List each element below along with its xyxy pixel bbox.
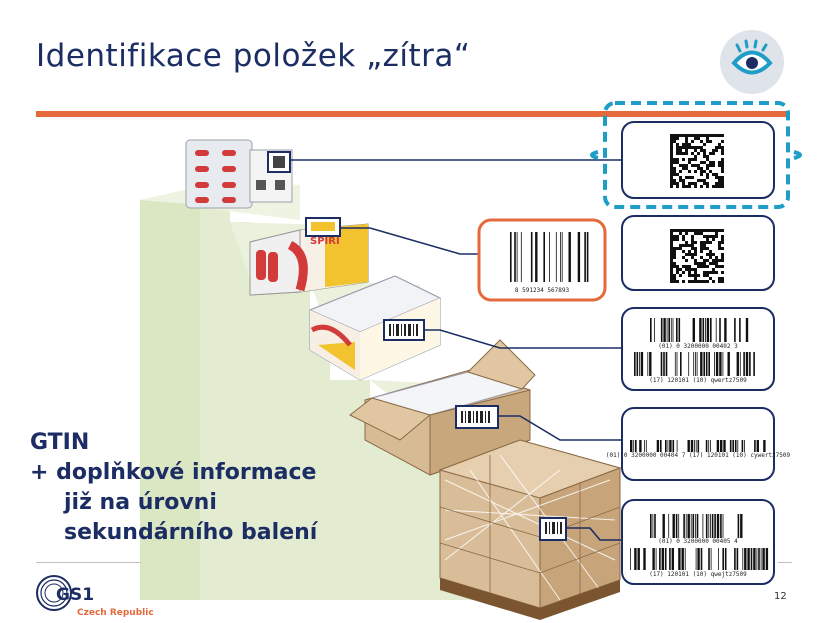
page-number: 12	[774, 591, 787, 602]
svg-text:SPIRI: SPIRI	[310, 236, 340, 247]
slide-title: Identifikace položek „zítra“	[36, 38, 471, 74]
pallet-barcode-top	[650, 514, 743, 538]
carton-hr-bottom: (17) 120101 (10) qwertz7509	[649, 377, 747, 384]
pallet-hr-bottom: (17) 120101 (10) qwejtz7509	[649, 571, 747, 578]
carton-barcode-top	[650, 318, 749, 342]
gtin-line-2: + doplňkové informace	[30, 460, 317, 485]
datamatrix-code-2	[670, 229, 724, 283]
right-brace	[793, 150, 802, 160]
title-underline	[36, 111, 788, 117]
case-hr: (01) 0 3200000 00404 7 (17) 120101 (10) …	[606, 452, 791, 459]
shrink-carton	[308, 275, 442, 381]
footer-rule-right	[778, 562, 792, 563]
left-brace	[590, 150, 599, 160]
case-barcode	[630, 440, 766, 452]
highlight-frame	[603, 101, 790, 209]
connector-lines	[291, 159, 622, 541]
carton-barcode-bottom	[634, 352, 755, 376]
pallet-hr-top: (01) 0 3200000 00405 4	[658, 538, 738, 545]
gtin-line-1: GTIN	[30, 430, 90, 455]
gs1-mark: GS1	[56, 585, 94, 605]
footer-rule-left	[36, 562, 141, 563]
ean13-text: 8 591234 567893	[515, 287, 570, 294]
datamatrix-code-1	[670, 134, 724, 188]
open-case	[349, 339, 536, 476]
ean13-barcode	[510, 232, 589, 282]
medicine-box: SPIRI	[249, 217, 369, 296]
pallet	[438, 439, 622, 620]
logo-subtitle: Czech Republic	[77, 608, 154, 618]
eye-icon	[731, 39, 773, 75]
blister-packs	[185, 139, 293, 209]
gtin-caption: GTIN + doplňkové informace již na úrovni…	[30, 428, 317, 548]
gtin-line-3: již na úrovni	[64, 490, 217, 515]
pallet-barcode-bottom	[630, 548, 769, 570]
gtin-line-4: sekundárního balení	[64, 520, 318, 545]
carton-hr-top: (01) 0 3200000 00402 3	[658, 343, 738, 350]
gs1-logo: GS1	[36, 575, 94, 611]
eye-badge	[720, 30, 784, 94]
